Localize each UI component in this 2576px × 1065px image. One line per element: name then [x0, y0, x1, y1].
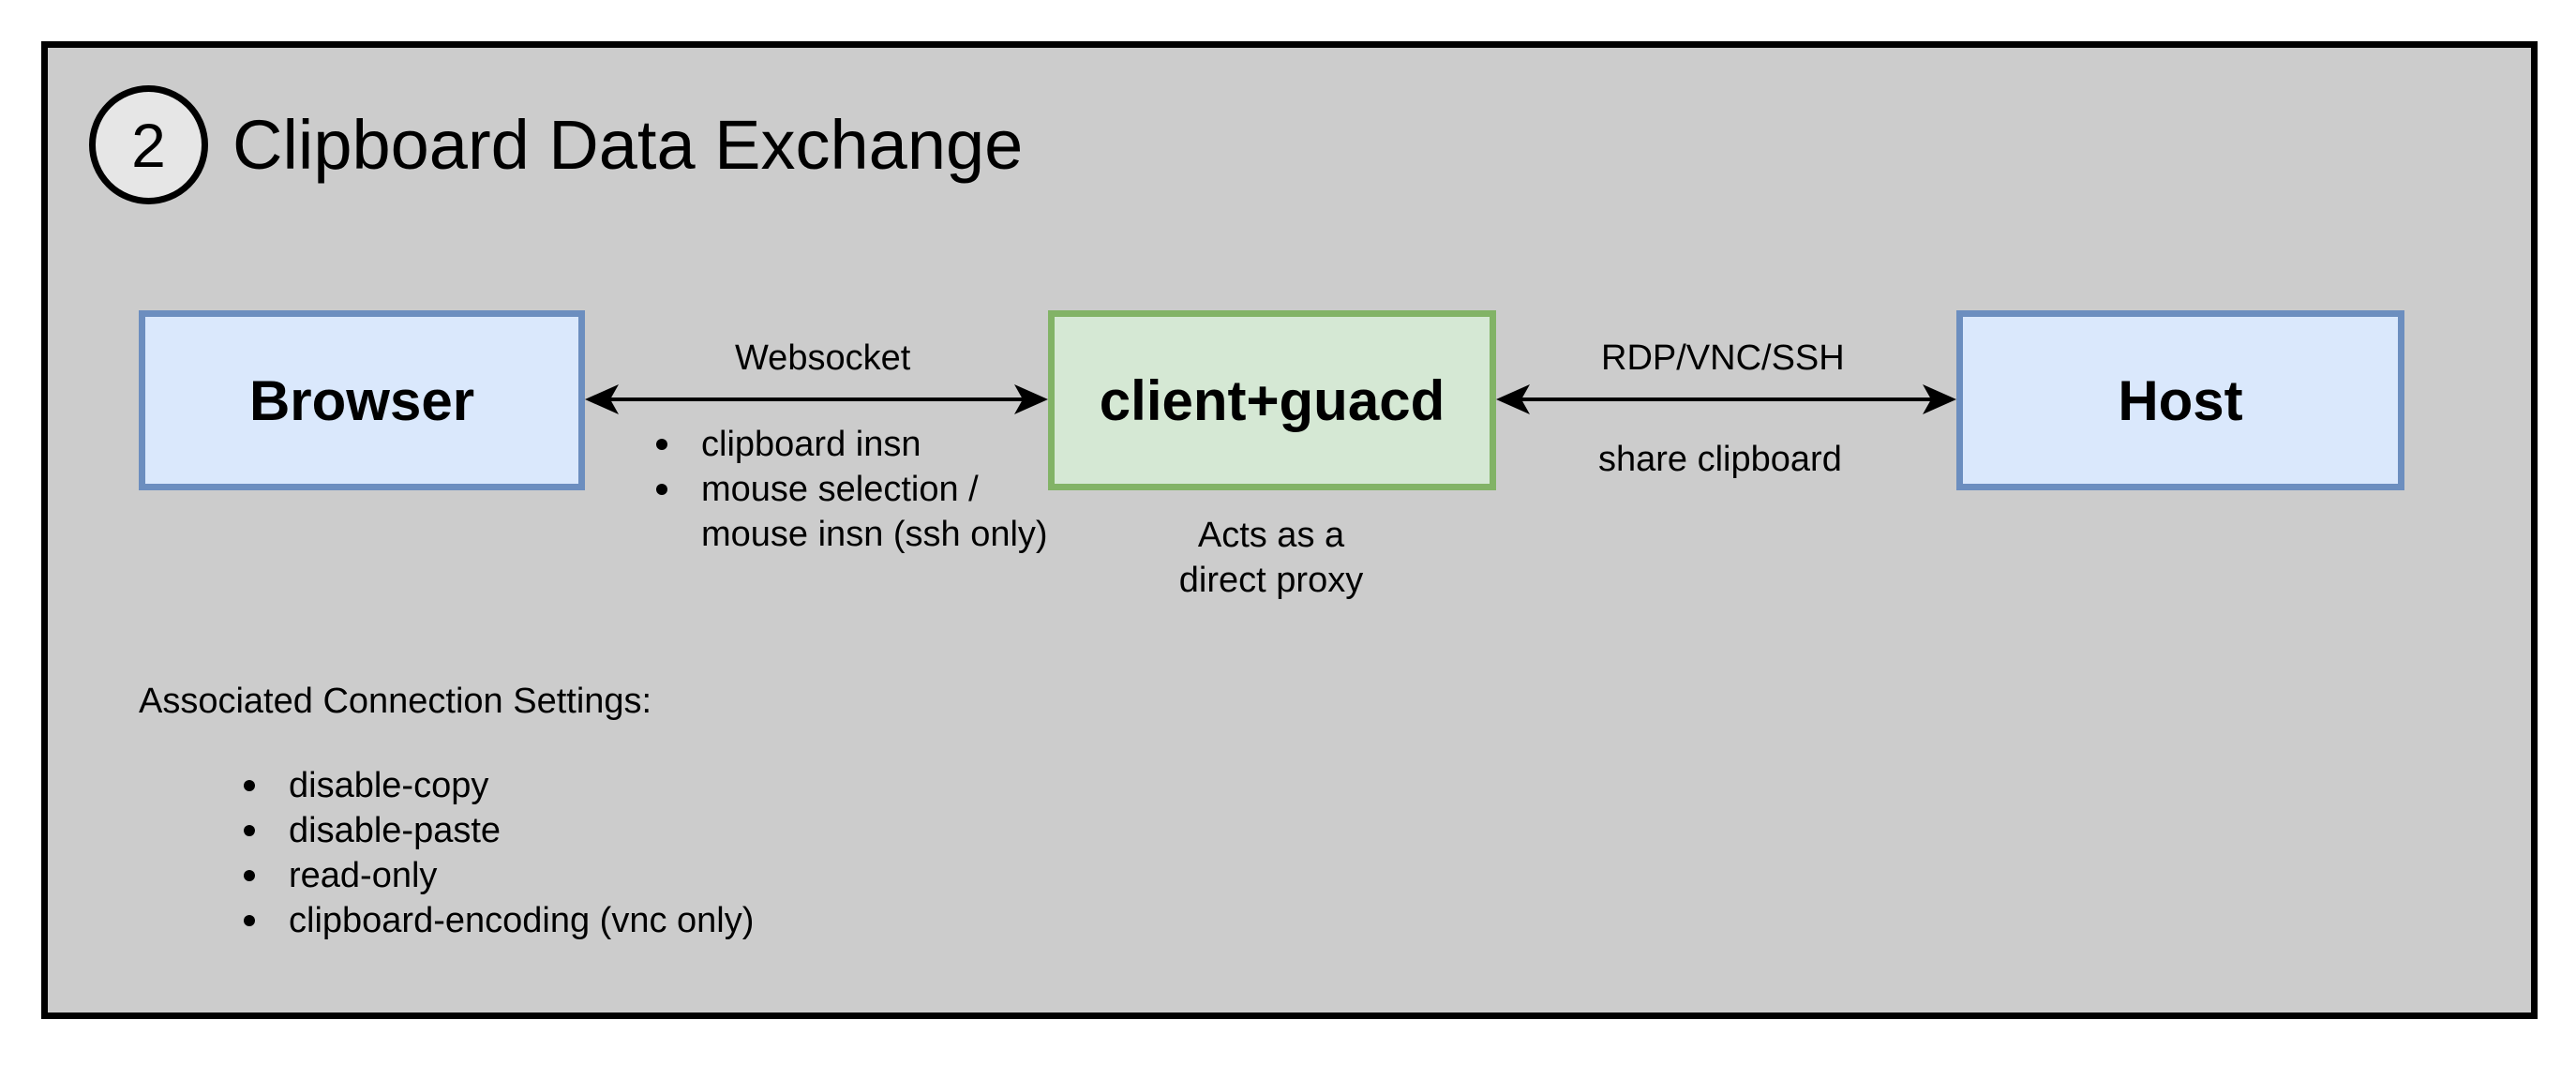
proxy-note-line: Acts as a: [1197, 516, 1345, 555]
step-number-badge: 2: [89, 85, 208, 204]
settings-item: disable-copy: [238, 763, 754, 808]
websocket-bullet-continuation: mouse insn (ssh only): [651, 512, 1048, 557]
protocol-label: RDP/VNC/SSH: [1601, 338, 1845, 378]
browser-node-label: Browser: [248, 368, 475, 432]
proxy-node: client+guacd: [1048, 310, 1496, 490]
settings-item: disable-paste: [238, 808, 754, 853]
settings-heading: Associated Connection Settings:: [139, 682, 652, 721]
settings-item: read-only: [238, 853, 754, 898]
settings-list: disable-copy disable-paste read-only cli…: [238, 763, 754, 943]
websocket-bullet-continuation-text: mouse insn (ssh only): [701, 515, 1048, 554]
proxy-note: Acts as a direct proxy: [1131, 513, 1412, 603]
diagram-title: Clipboard Data Exchange: [232, 106, 1024, 184]
settings-item: clipboard-encoding (vnc only): [238, 898, 754, 943]
websocket-label: Websocket: [735, 338, 911, 378]
step-number: 2: [131, 110, 166, 180]
browser-node: Browser: [139, 310, 585, 490]
diagram-panel: [41, 41, 2538, 1019]
websocket-bullet-item: clipboard insn: [651, 422, 1048, 467]
proxy-note-line: direct proxy: [1178, 561, 1364, 600]
host-node-label: Host: [2118, 368, 2243, 432]
host-node: Host: [1956, 310, 2404, 490]
websocket-bullet-item: mouse selection /: [651, 467, 1048, 512]
proxy-node-label: client+guacd: [1099, 368, 1445, 432]
websocket-bullet-list: clipboard insn mouse selection / mouse i…: [651, 422, 1048, 557]
share-clipboard-label: share clipboard: [1598, 440, 1842, 479]
